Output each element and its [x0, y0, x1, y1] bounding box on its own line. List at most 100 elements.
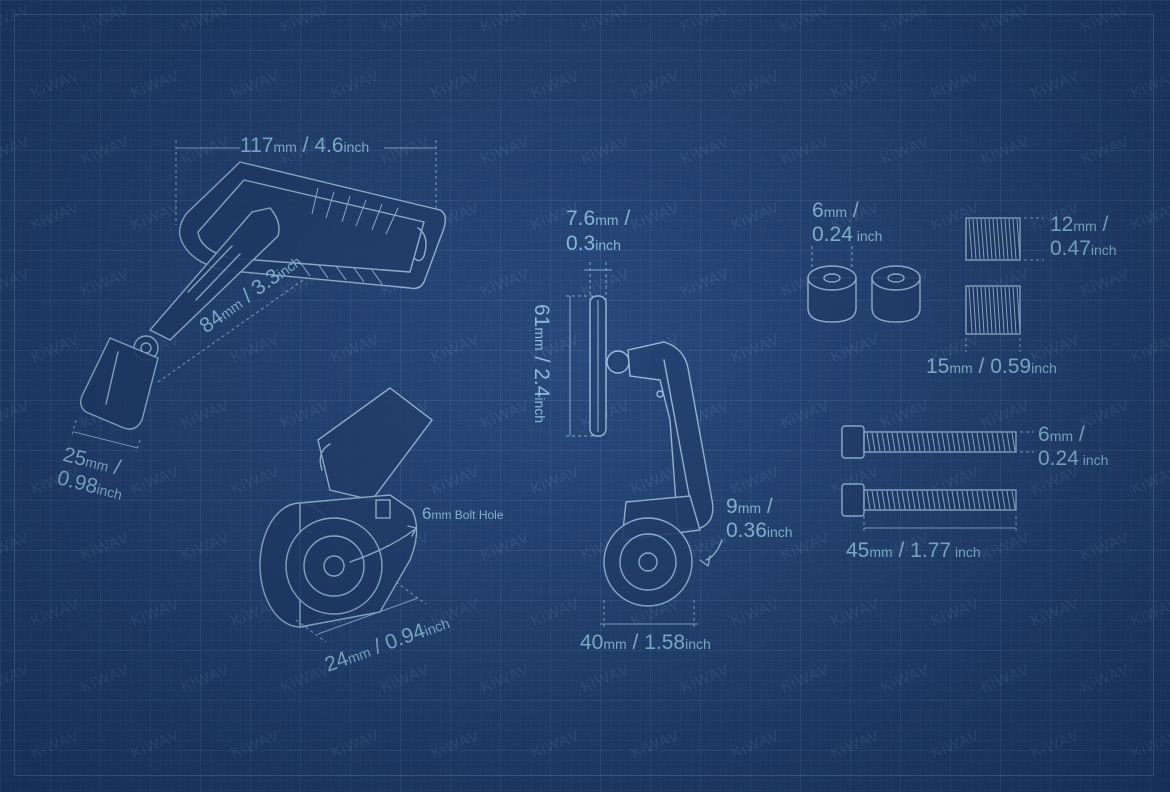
- thread-line: [976, 218, 981, 260]
- thread-line: [968, 286, 973, 334]
- width-inch-unit: inch: [343, 139, 370, 155]
- bolt-thread-line: [901, 490, 906, 510]
- hardware-parts: [807, 217, 1044, 534]
- thick-mm-unit: mm: [595, 212, 619, 228]
- thread-line: [1004, 286, 1009, 334]
- bolt-thread-line: [1011, 490, 1016, 510]
- bolt-mm-unit: mm: [431, 508, 452, 522]
- bolt-thread-line: [976, 432, 981, 452]
- bolt-thread-line: [911, 432, 916, 452]
- thread-line: [1012, 218, 1017, 260]
- bolt-thread-line: [1001, 432, 1006, 452]
- arm-dim-line: [157, 277, 307, 383]
- bolt-2-threads: [866, 490, 1016, 510]
- bolt-thread-line: [931, 432, 936, 452]
- side-arm-dot: [656, 390, 664, 398]
- boltd-separator: /: [1073, 423, 1085, 446]
- bolt-mm-value: 6: [422, 504, 432, 523]
- spacer-1-top: [807, 265, 857, 291]
- thread-line: [996, 286, 1001, 334]
- thread-mm-value: 12: [1050, 213, 1074, 236]
- thread-line: [992, 286, 997, 334]
- arm-slot-2: [195, 253, 241, 301]
- bolt-thread-line: [936, 432, 941, 452]
- height-inch-unit: inch: [532, 397, 548, 424]
- thread-line: [1000, 218, 1005, 260]
- base-inch-unit: inch: [685, 636, 711, 652]
- bolt-thread-line: [996, 432, 1001, 452]
- thread2-mm-value: 15: [926, 355, 950, 378]
- bolt-thread-line: [921, 432, 926, 452]
- spacer-2-hole: [887, 273, 905, 283]
- thread-line: [1000, 286, 1005, 334]
- thread-line: [1008, 218, 1013, 260]
- thread-mm-unit: mm: [1073, 218, 1097, 234]
- bolt-2-head: [841, 483, 865, 517]
- thread-line: [988, 286, 993, 334]
- thread-insert-2-threads: [968, 286, 1021, 334]
- blueprint-frame: [14, 14, 1154, 776]
- bolt-length-label: 45mm / 1.77 inch: [846, 540, 981, 561]
- bolt-thread-line: [971, 432, 976, 452]
- spacer-separator: /: [847, 199, 859, 222]
- offset-inch-unit: inch: [766, 524, 793, 540]
- thread-line: [1016, 286, 1021, 334]
- bolt-thread-line: [911, 490, 916, 510]
- height-mm-value: 61: [530, 304, 553, 328]
- bolt-thread-line: [906, 490, 911, 510]
- thread-line: [1012, 286, 1017, 334]
- spacer-inch-unit: inch: [852, 228, 883, 244]
- bolt-thread-line: [1001, 490, 1006, 510]
- bolt-thread-line: [896, 432, 901, 452]
- thread-line: [984, 286, 989, 334]
- width-separator: /: [296, 134, 315, 157]
- dia-dim-line: [317, 597, 419, 635]
- thread2-separator: /: [972, 355, 991, 378]
- thread-line: [1016, 218, 1021, 260]
- clamp-face: [285, 517, 383, 615]
- spacer-inch-value: 0.24: [812, 223, 853, 246]
- clamp-ext-b: [135, 439, 141, 453]
- boltl-inch-unit: inch: [951, 544, 981, 560]
- bolt-hole: [323, 555, 345, 577]
- bolt-thread-line: [961, 432, 966, 452]
- bolt-thread-line: [886, 432, 891, 452]
- side-bolt-hole: [638, 552, 658, 572]
- bolt-thread-line: [956, 490, 961, 510]
- side-clamp-ring: [619, 533, 677, 591]
- spacer-label: 6mm / 0.24 inch: [812, 200, 882, 245]
- thread-line: [968, 218, 973, 260]
- bolt-thread-line: [1006, 432, 1011, 452]
- bolt-thread-line: [991, 490, 996, 510]
- head-fins-top: [311, 187, 399, 235]
- head-fins-bottom: [299, 261, 383, 285]
- offset-mm-value: 9: [726, 495, 738, 518]
- bolt-thread-line: [986, 490, 991, 510]
- base-separator: /: [626, 631, 645, 654]
- bolt-thread-line: [926, 490, 931, 510]
- bolt-thread-line: [966, 490, 971, 510]
- thread-line: [984, 218, 989, 260]
- thick-mm-value: 7.6: [566, 207, 596, 230]
- offset-leader: [705, 539, 723, 561]
- offset-mm-unit: mm: [737, 500, 762, 516]
- bolt-thread-line: [996, 490, 1001, 510]
- bolt-hole-text: Bolt Hole: [451, 508, 504, 522]
- thread-line: [976, 286, 981, 334]
- width-label: 117mm / 4.6inch: [240, 135, 369, 156]
- height-label: 61mm / 2.4inch: [530, 304, 553, 424]
- bolt-diameter-label: 6mm / 0.24 inch: [1038, 424, 1108, 469]
- boltl-mm-value: 45: [846, 539, 870, 562]
- clamp-dim-line: [73, 431, 139, 449]
- thick-inch-value: 0.3: [566, 232, 596, 255]
- side-arm-line: [663, 359, 691, 501]
- thread-line: [980, 286, 985, 334]
- thread-insert-1-threads: [968, 218, 1021, 260]
- bolt-thread-line: [1011, 432, 1016, 452]
- height-separator: /: [530, 350, 553, 369]
- mirror-side-view: [566, 262, 723, 630]
- bolt-thread-line: [871, 490, 876, 510]
- bolt-thread-line: [901, 432, 906, 452]
- boltd-mm-value: 6: [1038, 423, 1050, 446]
